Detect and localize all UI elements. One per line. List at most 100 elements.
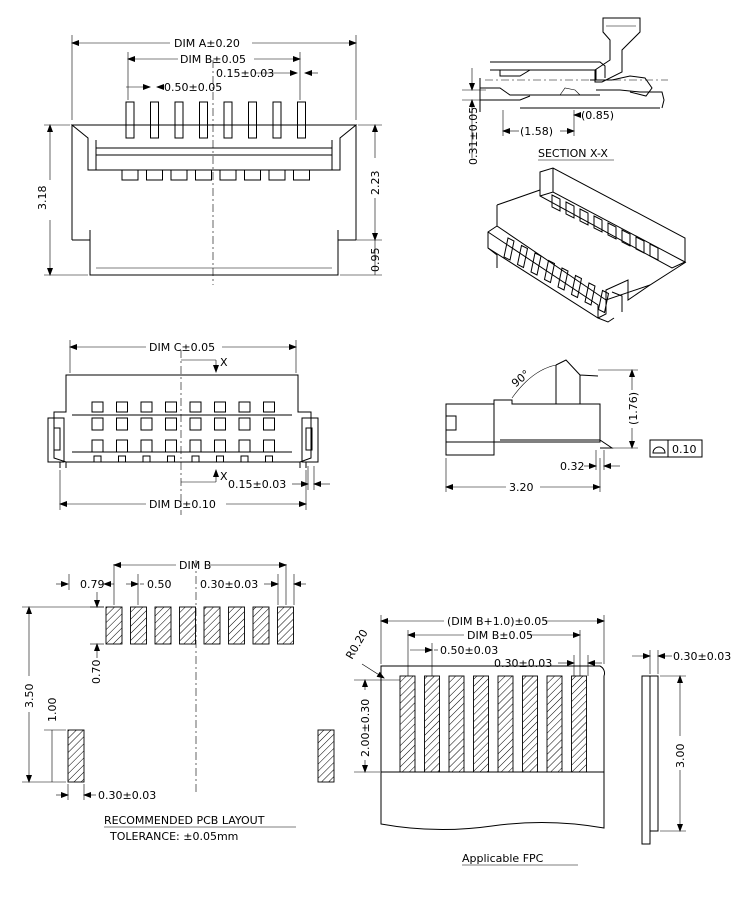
isometric-view — [487, 167, 687, 323]
front-contact — [223, 101, 233, 139]
top-contact-lower — [116, 439, 128, 453]
dim-a-label: DIM A±0.20 — [174, 37, 240, 50]
pcb-tab-height-label: 1.00 — [46, 698, 59, 723]
section-thickness-label: 0.31±0.05 — [467, 107, 480, 165]
section-depth-label: (1.58) — [520, 125, 553, 138]
fpc-trace — [399, 675, 416, 773]
fpc-radius-label: R0.20 — [343, 627, 370, 661]
iso-slot — [649, 243, 659, 261]
front-contact — [199, 101, 208, 139]
top-contact-tail — [191, 455, 200, 463]
pcb-pad — [130, 606, 147, 645]
front-contact-foot — [244, 170, 261, 181]
section-title: SECTION X-X — [538, 147, 608, 160]
top-contact-rear — [214, 401, 226, 413]
pcb-tab-width-label: 0.30±0.03 — [98, 789, 156, 802]
fpc-side-view: 0.30±0.03 3.00 — [632, 650, 731, 845]
fpc-drawing: (DIM B+1.0)±0.05 DIM B±0.05 0.50±0.03 0.… — [343, 615, 605, 866]
front-contact — [125, 101, 135, 139]
pcb-pad — [228, 606, 245, 645]
iso-contact — [570, 274, 583, 299]
iso-contact — [530, 252, 542, 276]
iso-slot — [551, 194, 561, 212]
fpc-width-label: (DIM B+1.0)±0.05 — [447, 615, 548, 628]
section-mark-top: X — [220, 356, 228, 369]
height-upper-label: 2.23 — [369, 171, 382, 196]
iso-slot — [579, 208, 589, 226]
iso-contact — [516, 244, 529, 269]
top-contact-upper — [238, 417, 251, 431]
section-tip-label: (0.85) — [581, 109, 614, 122]
side-view: 90° (1.76) 0.32 3.20 0.10 — [445, 359, 703, 494]
flatness-label: 0.10 — [672, 443, 697, 456]
pcb-offset-label: 0.79 — [80, 578, 105, 591]
top-contact-rear — [91, 401, 104, 413]
top-contact-tail — [265, 455, 273, 463]
iso-contact — [543, 259, 556, 284]
pcb-pad — [105, 606, 123, 645]
iso-contact — [503, 237, 515, 261]
top-contact-rear — [238, 401, 251, 413]
pcb-layout: DIM B 0.79 0.50 0.30±0.03 0.70 3.50 1.00 — [22, 559, 335, 843]
fpc-trace — [522, 675, 538, 773]
pcb-pitch-label: 0.50 — [147, 578, 172, 591]
fpc-stiffener-label: 3.00 — [674, 744, 687, 769]
front-contact — [297, 101, 306, 139]
fpc-thickness-label: 0.30±0.03 — [673, 650, 731, 663]
pcb-pad — [203, 606, 221, 645]
dim-d-label: DIM D±0.10 — [149, 498, 216, 511]
top-contact-lower — [140, 439, 153, 453]
flatness-frame — [649, 439, 703, 458]
iso-contact — [584, 282, 596, 306]
pcb-pad-length-label: 0.70 — [90, 660, 103, 685]
top-contact-rear — [140, 401, 153, 413]
iso-slot — [621, 229, 631, 247]
top-contact-rear — [263, 401, 275, 413]
pcb-pad — [277, 606, 294, 645]
gap-label: 0.32 — [560, 460, 585, 473]
fpc-trace-width-label: 0.30±0.03 — [494, 657, 552, 670]
dim-c-label: DIM C±0.05 — [149, 341, 215, 354]
top-contact-lower — [263, 439, 275, 453]
top-contact-tail — [167, 455, 175, 463]
top-contact-lower — [214, 439, 226, 453]
top-contact-tail — [240, 455, 249, 463]
top-contact-upper — [214, 417, 226, 431]
top-contact-tail — [93, 455, 102, 463]
pcb-height-label: 3.50 — [23, 684, 36, 709]
top-contact-tail — [142, 455, 151, 463]
angle-label: 90° — [509, 367, 532, 389]
length-label: 3.20 — [509, 481, 534, 494]
pcb-pad-width-label: 0.30±0.03 — [200, 578, 258, 591]
pcb-pad — [154, 606, 172, 645]
top-contact-lower — [165, 439, 177, 453]
front-contact-foot — [170, 170, 188, 181]
top-contact-tail — [118, 455, 126, 463]
top-contact-rear — [116, 401, 128, 413]
top-contact-upper — [91, 417, 104, 431]
front-contact-foot — [121, 170, 139, 181]
top-contact-lower — [238, 439, 251, 453]
section-view: 0.31±0.05 (1.58) (0.85) SECTION X-X — [462, 17, 668, 165]
fpc-dim-b-label: DIM B±0.05 — [467, 629, 533, 642]
pcb-title: RECOMMENDED PCB LAYOUT — [104, 814, 265, 827]
iso-slot — [635, 236, 645, 254]
top-view: X X DIM C±0.05 0.15±0.03 DIM D±0.10 — [47, 340, 330, 515]
height-total-label: 3.18 — [36, 186, 49, 211]
pcb-pad — [179, 606, 196, 645]
pcb-tab-left — [67, 729, 85, 783]
fpc-trace — [546, 675, 563, 773]
front-contact-foot — [268, 170, 286, 181]
front-contact-foot — [219, 170, 237, 181]
fpc-trace — [448, 675, 465, 773]
fpc-trace — [497, 675, 514, 773]
fpc-pitch-label: 0.50±0.03 — [440, 644, 498, 657]
pcb-dim-b-label: DIM B — [179, 559, 211, 572]
front-contact — [248, 101, 257, 139]
fpc-trace — [571, 675, 587, 773]
top-contact-lower — [91, 439, 104, 453]
fpc-exposed-length-label: 2.00±0.30 — [359, 699, 372, 757]
height-lower-label: 0.95 — [369, 248, 382, 273]
front-contact — [174, 101, 184, 139]
top-contact-upper — [140, 417, 153, 431]
